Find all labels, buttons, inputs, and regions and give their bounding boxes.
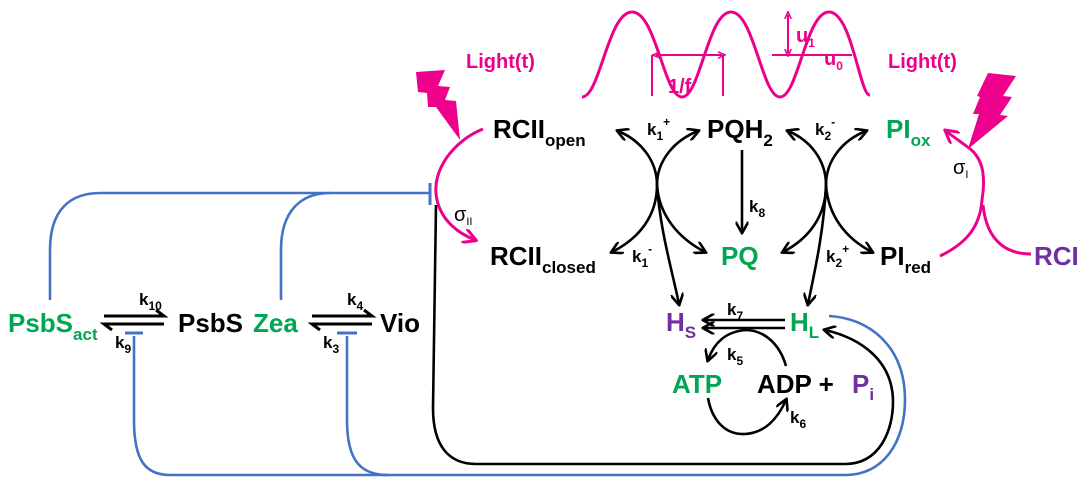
rate-k2-plus: k2+ <box>826 242 849 270</box>
feedback-loop-black <box>431 204 895 466</box>
arrow-to-h-l <box>808 184 828 304</box>
species-psbs-act: PsbSact <box>8 308 98 344</box>
arrow-atp-to-adp <box>706 398 786 436</box>
species-pi-ox: PIox <box>886 114 931 150</box>
inhibition-psbs-act-top <box>48 191 429 300</box>
lightning-bolt-icon <box>968 73 1016 149</box>
arrow-to-h-s <box>655 184 679 304</box>
rate-k9: k9 <box>115 333 131 356</box>
light-label-left: Light(t) <box>466 51 535 73</box>
species-pi-red: PIred <box>880 241 931 277</box>
excitation-arc-psi-rci <box>981 204 1032 256</box>
species-rcii-open: RCIIopen <box>493 114 586 150</box>
sigma-i-label: σI <box>953 157 968 181</box>
lightning-bolt-icon <box>416 70 460 140</box>
rate-k3: k3 <box>323 333 339 356</box>
arrow-to-pi-red <box>824 184 872 252</box>
species-pqh2: PQH2 <box>707 114 773 150</box>
species-zea: Zea <box>253 308 298 338</box>
light-label-right: Light(t) <box>888 51 957 73</box>
species-rcii-closed: RCIIclosed <box>490 241 596 277</box>
species-adp: ADP + <box>757 369 834 399</box>
arrow-psbs-to-psbs-act <box>99 322 164 332</box>
sinusoid-wave <box>581 10 872 99</box>
excitation-arc-psii <box>434 127 484 240</box>
arrow-to-pqh2-back <box>788 131 828 186</box>
species-rci: RCI <box>1034 241 1079 271</box>
arrow-psbs-act-to-psbs <box>104 308 169 318</box>
rate-k4: k4 <box>347 290 363 313</box>
psi-reaction: k2- k2+ <box>783 115 872 304</box>
excitation-arc-psi-pired <box>939 131 985 258</box>
species-psbs: PsbS <box>178 308 243 338</box>
rate-k10: k10 <box>139 290 162 313</box>
psbs-equilibrium: k10 k9 <box>99 290 169 356</box>
arrow-to-pi-ox <box>824 131 866 186</box>
arrow-adp-to-atp <box>708 328 788 367</box>
rate-k2-minus: k2- <box>815 115 835 143</box>
inhibition-k3-branch <box>345 336 389 477</box>
rate-k1-plus: k1+ <box>647 115 670 143</box>
rate-k7: k7 <box>727 300 743 323</box>
period-label: 1/f <box>668 76 692 98</box>
rate-k1-minus: k1- <box>632 242 652 270</box>
rate-k6: k6 <box>790 408 806 431</box>
species-pq: PQ <box>721 241 759 271</box>
species-p-i: Pi <box>852 369 874 404</box>
inhibition-network <box>48 183 907 477</box>
sigma-ii-label: σII <box>454 204 472 228</box>
species-h-s: HS <box>666 307 696 342</box>
species-vio: Vio <box>380 308 420 338</box>
offset-label: u0 <box>824 48 843 73</box>
rate-k5: k5 <box>727 345 743 368</box>
arrow-to-pqh2 <box>655 131 698 186</box>
xanthophyll-equilibrium: k4 k3 <box>307 290 377 356</box>
species-h-l: HL <box>790 307 819 342</box>
psii-reaction: k1+ k1- <box>612 115 705 304</box>
species-atp: ATP <box>672 369 722 399</box>
arrow-to-rcii-open <box>618 131 659 186</box>
arrow-vio-to-zea <box>307 322 372 332</box>
inhibition-zea-top <box>279 191 331 300</box>
inhibition-h-l-bottom <box>132 314 907 477</box>
amplitude-label: u1 <box>796 25 815 50</box>
arrow-zea-to-vio <box>312 308 377 318</box>
rate-k8: k8 <box>749 197 765 220</box>
light-signal: 1/f u1 u0 <box>581 10 872 99</box>
